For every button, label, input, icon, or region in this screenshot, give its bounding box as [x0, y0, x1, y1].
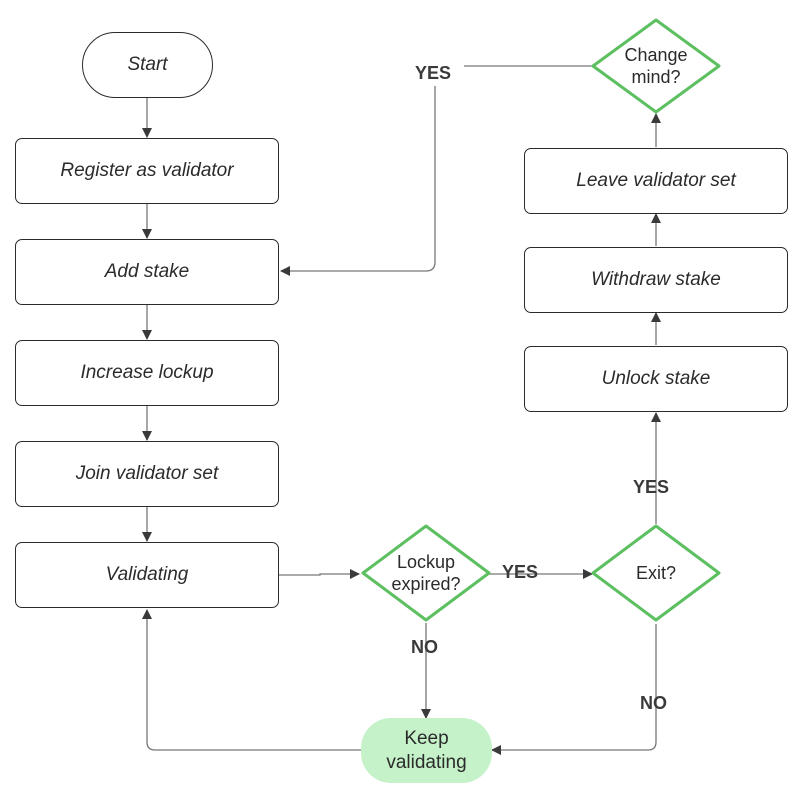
edge-change-mind-add-stake: [281, 65, 592, 271]
join-validator-set-label: Join validator set: [75, 463, 219, 484]
yes-change-mind-edge-label: YES: [415, 63, 452, 83]
leave-validator-set-label: Leave validator set: [576, 170, 736, 191]
withdraw-stake-node: Withdraw stake: [524, 247, 788, 313]
join-validator-set-node: Join validator set: [15, 441, 279, 507]
decision-exit-shape: [591, 524, 721, 622]
edge-validating-lockup-expired: [279, 569, 360, 579]
keep-validating-node: Keep validating: [361, 718, 492, 783]
edge-exit-keep: [491, 624, 657, 755]
validating-node: Validating: [15, 542, 279, 608]
yes-exit-edge-label: YES: [633, 477, 670, 497]
unlock-stake-label: Unlock stake: [601, 368, 711, 389]
keep-validating-label: Keep validating: [386, 727, 467, 773]
decision-lockup-expired-shape: [361, 524, 491, 622]
start-node: Start: [82, 32, 213, 98]
withdraw-stake-label: Withdraw stake: [591, 269, 721, 290]
add-stake-label: Add stake: [104, 261, 190, 282]
edge-keep-validating: [142, 609, 361, 751]
start-label: Start: [127, 54, 168, 75]
yes-lockup-edge-label: YES: [502, 562, 539, 582]
no-exit-edge-label: NO: [640, 693, 667, 713]
increase-lockup-node: Increase lockup: [15, 340, 279, 406]
add-stake-node: Add stake: [15, 239, 279, 305]
decision-change-mind-shape: [591, 18, 721, 114]
no-lockup-edge-label: NO: [411, 637, 438, 657]
increase-lockup-label: Increase lockup: [80, 362, 214, 383]
change-mind-label: Change mind?: [624, 45, 688, 87]
exit-label: Exit?: [635, 563, 677, 583]
unlock-stake-node: Unlock stake: [524, 346, 788, 412]
validating-label: Validating: [105, 564, 189, 585]
leave-validator-set-node: Leave validator set: [524, 148, 788, 214]
register-validator-node: Register as validator: [15, 138, 279, 204]
register-validator-label: Register as validator: [60, 160, 234, 181]
lockup-expired-label: Lockup expired?: [391, 552, 461, 594]
